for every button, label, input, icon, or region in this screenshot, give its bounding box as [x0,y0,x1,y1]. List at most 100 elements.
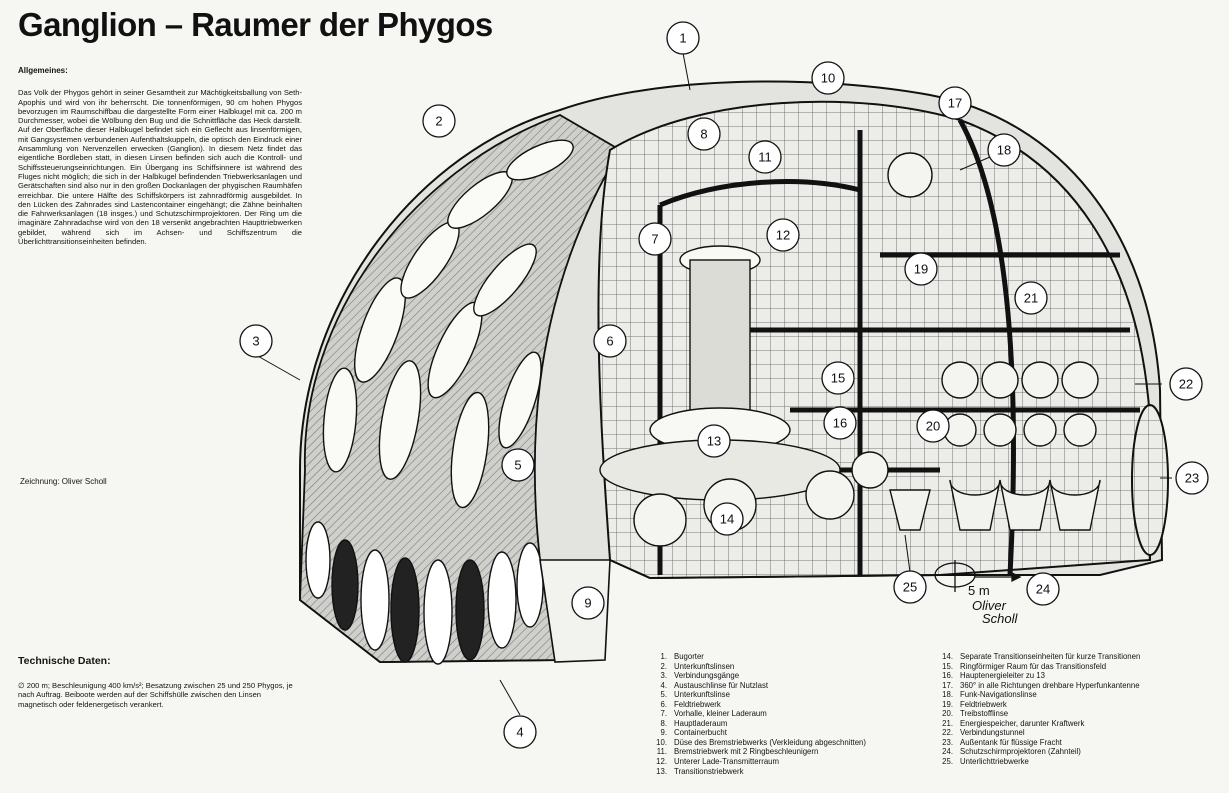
callout-circle [710,502,744,536]
callout-number: 22 [1179,377,1193,392]
legend-label: Ringförmiger Raum für das Transitionsfel… [960,661,1107,671]
legend-label: Separate Transitionseinheiten für kurze … [960,652,1141,661]
legend-number: 3. [660,671,667,681]
callout-number: 5 [514,458,521,473]
callout-13: 13 [697,424,731,458]
internal-frames [650,118,1140,576]
callout-20: 20 [916,409,950,443]
legend-item: 6. Feldtriebwerk [652,700,866,710]
legend-number: 14. [942,652,953,661]
callout-17: 17 [938,86,972,120]
callout-number: 15 [831,371,845,386]
callout-number: 12 [776,228,790,243]
legend-label: Hauptenergieleiter zu 13 [960,671,1045,681]
legend-item: 23. Außentank für flüssige Fracht [938,738,1140,748]
legend-label: Energiespeicher, darunter Kraftwerk [960,718,1085,728]
callout-number: 11 [758,150,772,165]
legend-label: Funk-Navigationslinse [960,690,1037,700]
callout-4: 4 [503,715,537,749]
legend-label: Unterkunftslinse [674,690,730,700]
callout-number: 10 [821,71,835,86]
general-text: Das Volk der Phygos gehört in seiner Ges… [18,88,302,247]
callout-number: 9 [584,596,591,611]
callout-6: 6 [593,324,627,358]
callout-circle [904,252,938,286]
callout-number: 25 [903,580,917,595]
legend-label: Treibstofflinse [960,709,1009,719]
legend-item: 21. Energiespeicher, darunter Kraftwerk [938,719,1140,729]
legend-item: 10. Düse des Bremstriebwerks (Verkleidung… [652,738,866,748]
legend-label: Bugorter [674,652,704,661]
callout-circle [687,117,721,151]
callout-circle [893,570,927,604]
callout-number: 17 [948,96,962,111]
technical-heading: Technische Daten: [18,655,111,667]
legend-number: 10. [656,737,667,747]
callout-number: 1 [679,31,686,46]
callout-circle [666,21,700,55]
signature-last: Scholl [982,611,1019,626]
legend-number: 15. [942,661,953,671]
callout-circle [938,86,972,120]
legend-label: Feldtriebwerk [960,699,1007,709]
legend-item: 3. Verbindungsgänge [652,671,866,681]
legend-number: 11. [656,747,667,757]
callout-circle [823,406,857,440]
legend-right: 14. Separate Transitionseinheiten für kur… [938,652,1140,767]
page-title: Ganglion – Raumer der Phygos [18,6,493,43]
legend-number: 23. [942,737,953,747]
callout-number: 20 [926,419,940,434]
callout-number: 24 [1036,582,1050,597]
callout-2: 2 [422,104,456,138]
legend-item: 11.Bremstriebwerk mit 2 Ringbeschleunige… [652,747,866,757]
callout-19: 19 [904,252,938,286]
legend-label: Außentank für flüssige Fracht [960,737,1062,747]
callout-circle [593,324,627,358]
legend-label: Verbindungstunnel [960,728,1025,738]
callout-number: 3 [252,334,259,349]
callout-22: 22 [1169,367,1203,401]
legend-label: Feldtriebwerk [674,699,721,709]
callout-circle [987,133,1021,167]
callout-number: 16 [833,416,847,431]
callout-circle [1169,367,1203,401]
callout-14: 14 [710,502,744,536]
legend-label: Unterer Lade-Transmitterraum [674,757,780,767]
legend-number: 6. [660,699,667,709]
callout-11: 11 [748,140,782,174]
callout-number: 19 [914,262,928,277]
legend-label: Transitionstriebwerk [674,766,744,776]
legend-label: Verbindungsgänge [674,671,740,681]
legend-item: 8.Hauptladeraum [652,719,866,729]
technical-section: Technische Daten: ∅ 200 m; Beschleunigun… [18,655,298,709]
legend-number: 18. [942,690,953,700]
legend-number: 21. [942,718,953,728]
callout-circle [697,424,731,458]
drawing-credit: Zeichnung: Oliver Scholl [20,477,107,486]
callout-circle [239,324,273,358]
legend-item: 16.Hauptenergieleiter zu 13 [938,671,1140,681]
legend-number: 24. [942,747,953,757]
legend-item: 22.Verbindungstunnel [938,728,1140,738]
callout-circle [638,222,672,256]
callout-16: 16 [823,406,857,440]
callout-number: 8 [700,127,707,142]
legend-label: Unterkunftslinsen [674,661,735,671]
callout-number: 6 [606,334,613,349]
legend-number: 8. [660,718,667,728]
legend-number: 7. [660,709,667,719]
callout-9: 9 [571,586,605,620]
legend-number: 9. [660,728,667,738]
legend-number: 5. [660,690,667,700]
callout-23: 23 [1175,461,1209,495]
legend-item: 2.Unterkunftslinsen [652,662,866,672]
legend-item: 4.Austauschlinse für Nutzlast [652,681,866,691]
technical-text: ∅ 200 m; Beschleunigung 400 km/s²; Besat… [18,680,293,709]
legend-label: Düse des Bremstriebwerks (Verkleidung ab… [674,737,866,747]
callout-circle [766,218,800,252]
callout-circle [1175,461,1209,495]
scale-bar [934,560,1022,592]
signature-first: Oliver [972,598,1007,613]
legend-item: 24.Schutzschirmprojektoren (Zahnteil) [938,747,1140,757]
